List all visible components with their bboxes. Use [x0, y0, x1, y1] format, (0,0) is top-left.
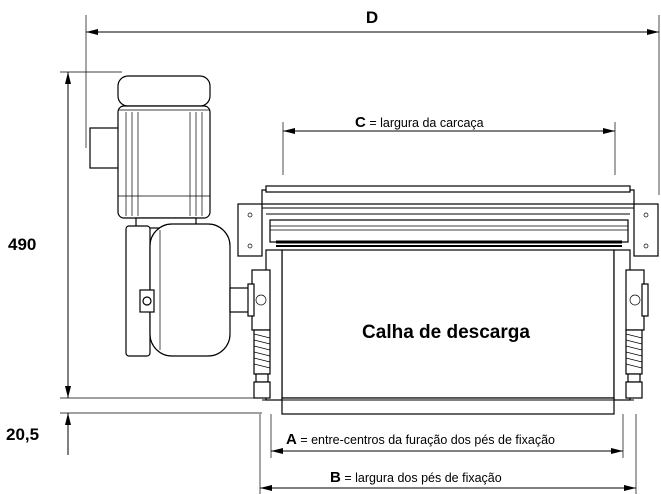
spring-left	[253, 329, 271, 399]
dim-c-letter: C	[355, 114, 366, 131]
motor	[89, 75, 211, 357]
dim-20-label: 20,5	[6, 425, 39, 444]
dim-b-label: B = largura dos pés de fixação	[330, 469, 502, 486]
dimension-a: A = entre-centros da furação dos pés de …	[270, 414, 624, 458]
dim-c-text: = largura da carcaça	[366, 116, 484, 130]
dim-d-label: D	[366, 8, 378, 27]
dim-490-label: 490	[8, 235, 36, 254]
dim-b-letter: B	[330, 469, 341, 486]
dim-c-label: C = largura da carcaça	[355, 114, 484, 131]
dim-b-text: = largura dos pés de fixação	[341, 471, 502, 485]
dim-a-text: = entre-centros da furação dos pés de fi…	[297, 433, 555, 447]
dim-a-label: A = entre-centros da furação dos pés de …	[286, 431, 555, 448]
dimension-b: B = largura dos pés de fixação	[259, 414, 637, 494]
spring-right	[625, 329, 643, 399]
dimension-c: C = largura da carcaça	[282, 114, 616, 175]
dimension-d: D	[85, 8, 660, 195]
housing	[237, 185, 659, 415]
trough-label: Calha de descarga	[362, 322, 530, 343]
dim-a-letter: A	[286, 431, 297, 448]
dimension-vertical: 490 20,5	[6, 71, 262, 455]
